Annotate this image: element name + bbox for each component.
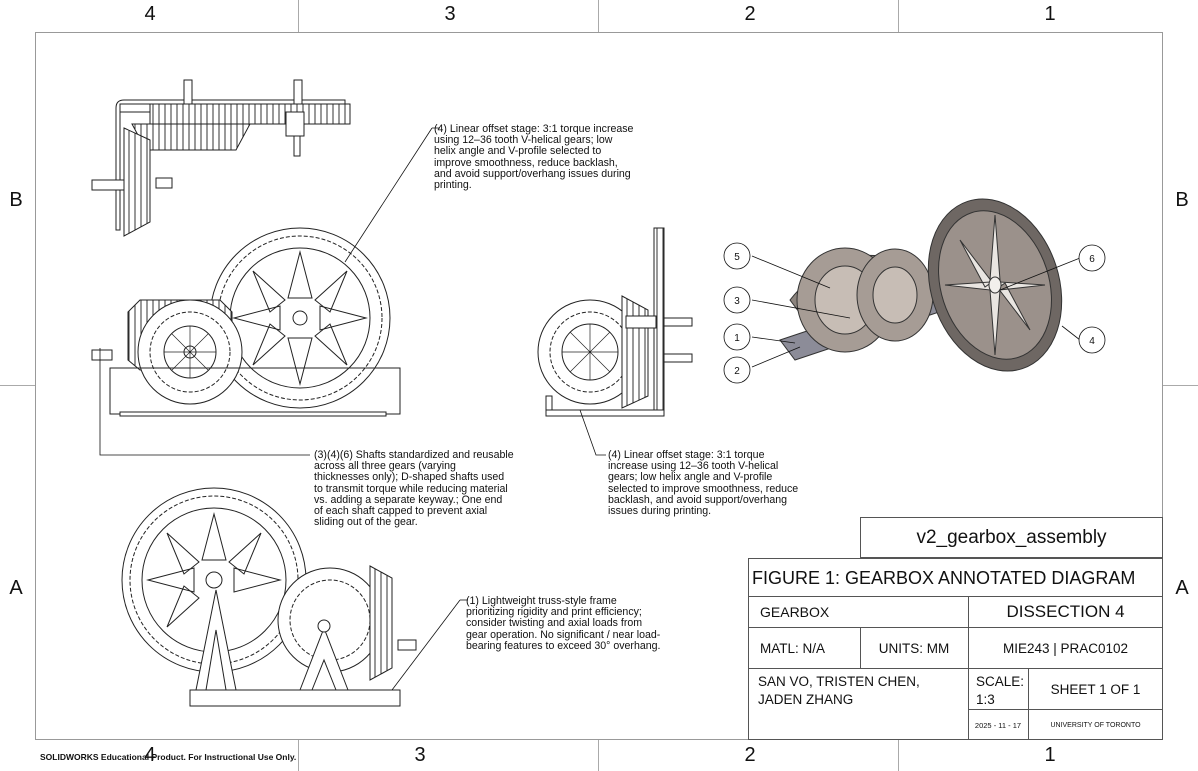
zone-label-top-2: 2 xyxy=(744,3,756,25)
balloon-label-1: 1 xyxy=(734,333,740,344)
zone-label-top-4: 4 xyxy=(144,3,156,25)
note-frame: (1) Lightweight truss-style frame priori… xyxy=(466,595,661,652)
zone-label-bottom-3: 3 xyxy=(414,744,426,766)
balloon-5 xyxy=(723,242,751,270)
note-linear-offset-top: (4) Linear offset stage: 3:1 torque incr… xyxy=(434,123,634,192)
title-block-name-cell xyxy=(860,517,1163,558)
zone-label-bottom-4: 4 xyxy=(144,744,156,766)
note-linear-offset-mid: (4) Linear offset stage: 3:1 torque incr… xyxy=(608,449,799,518)
isometric-view xyxy=(779,198,1063,372)
zone-label-top-1: 1 xyxy=(1044,3,1056,25)
balloon-1 xyxy=(723,323,751,351)
zone-label-bottom-2: 2 xyxy=(744,744,756,766)
note-shafts: (3)(4)(6) Shafts standardized and reusab… xyxy=(314,449,514,529)
zone-divider xyxy=(898,0,899,32)
zone-divider xyxy=(0,385,35,386)
balloon-label-4: 4 xyxy=(1089,336,1095,347)
authors-line-2: JADEN ZHANG xyxy=(758,691,854,707)
zone-divider xyxy=(298,740,299,771)
dissection-number: DISSECTION 4 xyxy=(1006,602,1125,621)
drawing-border xyxy=(35,32,1163,740)
top-view xyxy=(91,79,351,237)
sheet-number: SHEET 1 OF 1 xyxy=(1050,681,1141,697)
zone-label-top-3: 3 xyxy=(444,3,456,25)
balloon-6 xyxy=(1078,244,1106,272)
part-name: GEARBOX xyxy=(760,604,830,620)
zone-divider xyxy=(298,0,299,32)
balloon-label-3: 3 xyxy=(734,296,740,307)
scale-label: SCALE: xyxy=(976,673,1025,689)
side-view xyxy=(537,227,693,417)
authors-line-1: SAN VO, TRISTEN CHEN, xyxy=(758,673,920,689)
drawing-date: 2025 - 11 - 17 xyxy=(974,720,1022,730)
balloon-label-6: 6 xyxy=(1089,254,1095,265)
bottom-view xyxy=(121,487,417,707)
balloon-label-5: 5 xyxy=(734,252,740,263)
zone-label-left-b: B xyxy=(9,189,23,211)
zone-divider xyxy=(598,0,599,32)
balloon-2 xyxy=(723,356,751,384)
title-block xyxy=(748,558,1163,740)
zone-divider xyxy=(898,740,899,771)
balloon-label-2: 2 xyxy=(734,366,740,377)
solidworks-watermark: SOLIDWORKS Educational Product. For Inst… xyxy=(40,752,297,762)
material: MATL: N/A xyxy=(760,640,826,656)
zone-label-right-a: A xyxy=(1175,577,1189,599)
zone-divider xyxy=(598,740,599,771)
zone-divider xyxy=(1163,385,1198,386)
front-view xyxy=(91,227,401,417)
figure-title: FIGURE 1: GEARBOX ANNOTATED DIAGRAM xyxy=(752,567,1136,588)
zone-label-right-b: B xyxy=(1175,189,1189,211)
school-name: UNIVERSITY OF TORONTO xyxy=(1050,721,1141,729)
leader-lines xyxy=(99,127,606,691)
balloon-callouts xyxy=(723,242,1106,384)
zone-label-bottom-1: 1 xyxy=(1044,744,1056,766)
drawing-name: v2_gearbox_assembly xyxy=(916,526,1107,548)
zone-label-left-a: A xyxy=(9,577,23,599)
course-code: MIE243 | PRAC0102 xyxy=(1002,640,1129,656)
balloon-3 xyxy=(723,286,751,314)
balloon-4 xyxy=(1078,326,1106,354)
units: UNITS: MM xyxy=(878,640,950,656)
scale-value: 1:3 xyxy=(976,691,995,707)
